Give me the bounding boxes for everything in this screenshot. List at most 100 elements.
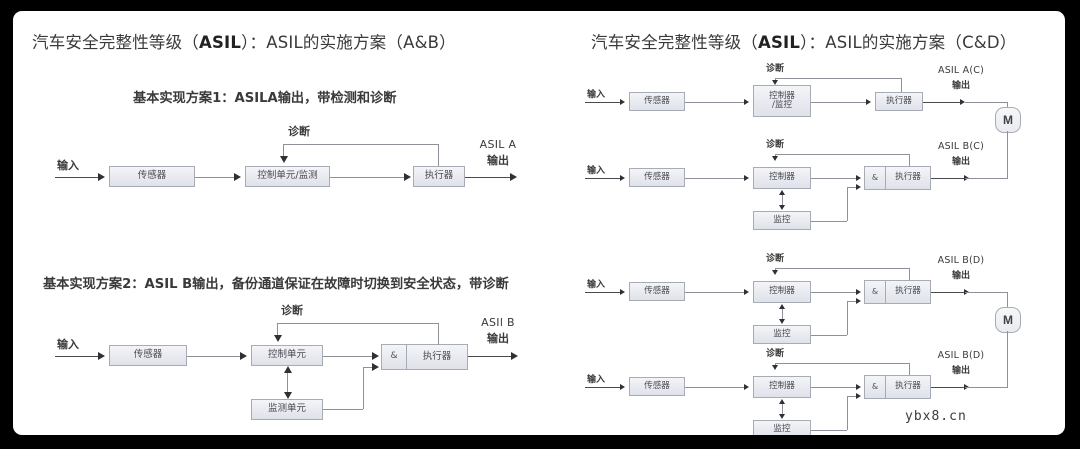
arrow-sensor-control-l2	[240, 351, 247, 360]
arrow-output-r4	[964, 383, 969, 390]
node-controller-r2: 控制器	[753, 167, 811, 189]
motor-group-bottom: M	[561, 11, 1065, 435]
arrow-diagnostic-l2	[273, 335, 282, 342]
arrow-monitor-and-l2	[372, 362, 379, 371]
input-label-r2: 输入	[587, 166, 606, 176]
motor-group-top: M	[561, 11, 1065, 435]
arrow-monitor-down-l2	[283, 392, 292, 399]
output-label-r1-line2: 输出	[951, 81, 970, 91]
arrow-monitor-and-r2	[856, 183, 861, 190]
diagram-left-2: 基本实现方案2：ASIL B输出，备份通道保证在故障时切换到安全状态，带诊断 输…	[13, 11, 561, 435]
left-title-suffix: ）：ASIL的实施方案（A&B）	[241, 33, 456, 52]
left-title-prefix: 汽车安全完整性等级（	[32, 33, 199, 52]
output-label-r2-line2: 输出	[951, 157, 970, 167]
arrow-control-and-r4	[856, 383, 861, 390]
arrow-output-r1	[960, 98, 965, 105]
arrow-control-and-l2	[372, 351, 379, 360]
arrow-diagnostic-r3	[771, 270, 778, 275]
input-label-l2: 输入	[57, 338, 79, 351]
node-monitor-l2: 监测单元	[251, 399, 323, 420]
output-label-l2-line2: 输出	[487, 332, 509, 345]
diagram-left-1-subtitle: 基本实现方案1：ASILA输出，带检测和诊断	[133, 91, 397, 106]
right-title-prefix: 汽车安全完整性等级（	[591, 33, 758, 52]
diagnostic-label-l1: 诊断	[288, 125, 310, 138]
diagnostic-label-r4: 诊断	[766, 349, 785, 359]
controller-r1-line1: 控制器	[769, 90, 795, 101]
arrow-sensor-control-r4	[744, 383, 749, 390]
node-actuator-r2: 执行器	[885, 166, 931, 190]
node-sensor-r2: 传感器	[629, 168, 685, 187]
right-title-suffix: ）：ASIL的实施方案（C&D）	[800, 33, 1017, 52]
right-panel: 汽车安全完整性等级（ASIL）：ASIL的实施方案（C&D） 输入 传感器 控制…	[561, 11, 1065, 435]
arrow-monitor-down-r4	[778, 414, 785, 419]
arrow-diagnostic-r4	[771, 365, 778, 370]
node-controller-r4: 控制器	[753, 376, 811, 398]
slide-panel: 汽车安全完整性等级（ASIL）：ASIL的实施方案（A&B） 基本实现方案1：A…	[13, 11, 1065, 435]
arrow-input-r4	[620, 383, 625, 390]
arrow-input-r3	[620, 288, 625, 295]
arrow-control-actuator-r1	[866, 98, 871, 105]
arrow-monitor-up-l2	[283, 366, 292, 373]
left-title-bold: ASIL	[199, 33, 242, 52]
arrow-sensor-control-r2	[744, 174, 749, 181]
arrow-output-r3	[964, 288, 969, 295]
arrow-monitor-down-r2	[778, 205, 785, 210]
output-label-l1-line1: ASIL A	[479, 138, 517, 151]
arrow-sensor-control-r3	[744, 288, 749, 295]
output-label-r3-line2: 输出	[951, 271, 970, 281]
arrow-monitor-and-r4	[856, 392, 861, 399]
arrow-input-r1	[620, 98, 625, 105]
arrow-diagnostic-l1	[279, 156, 288, 163]
output-label-r3-line1: ASIL B(D)	[937, 255, 985, 266]
left-panel: 汽车安全完整性等级（ASIL）：ASIL的实施方案（A&B） 基本实现方案1：A…	[13, 11, 561, 435]
node-control-l2: 控制单元	[251, 345, 323, 366]
right-title-bold: ASIL	[758, 33, 801, 52]
node-controller-monitor-r1: 控制器 /监控	[753, 85, 811, 117]
output-label-l2-line1: ASIl B	[481, 316, 515, 329]
motor-bottom: M	[995, 307, 1021, 333]
arrow-monitor-up-r3	[778, 304, 785, 309]
arrow-control-actuator-l1	[404, 172, 411, 181]
arrow-diagnostic-r1	[771, 80, 778, 85]
arrow-monitor-up-r4	[778, 399, 785, 404]
node-control-l1: 控制单元/监测	[245, 166, 330, 187]
output-label-r1-line1: ASIL A(C)	[938, 65, 984, 76]
controller-r1-line2: /监控	[771, 100, 793, 110]
output-label-l1-line2: 输出	[487, 154, 509, 167]
output-label-r2-line1: ASIL B(C)	[937, 141, 984, 152]
diagram-right-3: 输入 传感器 控制器 监控 & 执行器 ASIL B(D) 输出 诊断	[561, 11, 1065, 435]
arrow-output-r2	[964, 174, 969, 181]
node-actuator-r4: 执行器	[885, 375, 931, 399]
node-sensor-r1: 传感器	[629, 92, 685, 111]
node-sensor-r4: 传感器	[629, 377, 685, 396]
arrow-control-and-r3	[856, 288, 861, 295]
arrow-control-and-r2	[856, 174, 861, 181]
arrow-input-l1	[98, 172, 105, 181]
diagnostic-label-r3: 诊断	[766, 254, 785, 264]
node-monitor-r4: 监控	[753, 420, 811, 435]
node-actuator-l1: 执行器	[413, 166, 465, 187]
input-label-l1: 输入	[57, 159, 79, 172]
node-actuator-l2: 执行器	[406, 344, 468, 370]
arrow-monitor-and-r3	[856, 297, 861, 304]
output-label-r4-line2: 输出	[951, 366, 970, 376]
diagram-left-1: 基本实现方案1：ASILA输出，带检测和诊断 输入 传感器 控制单元/监测 执行…	[13, 11, 561, 435]
node-actuator-r1: 执行器	[875, 92, 923, 111]
arrow-monitor-up-r2	[778, 190, 785, 195]
input-label-r1: 输入	[587, 90, 606, 100]
input-label-r3: 输入	[587, 280, 606, 290]
diagram-right-2: 输入 传感器 控制器 监控 & 执行器 ASIL B(C) 输出	[561, 11, 1065, 435]
input-label-r4: 输入	[587, 375, 606, 385]
arrow-diagnostic-r2	[771, 156, 778, 161]
watermark: ybx8.cn	[905, 409, 967, 424]
node-monitor-r2: 监控	[753, 211, 811, 230]
arrow-output-l1	[510, 172, 517, 181]
diagnostic-label-r1: 诊断	[766, 64, 785, 74]
output-label-r4-line1: ASIL B(D)	[937, 350, 985, 361]
motor-top: M	[995, 107, 1021, 133]
node-controller-r3: 控制器	[753, 281, 811, 303]
node-sensor-l2: 传感器	[109, 345, 187, 366]
diagram-left-2-subtitle: 基本实现方案2：ASIL B输出，备份通道保证在故障时切换到安全状态，带诊断	[43, 277, 509, 292]
left-panel-title: 汽车安全完整性等级（ASIL）：ASIL的实施方案（A&B）	[32, 29, 456, 53]
right-panel-title: 汽车安全完整性等级（ASIL）：ASIL的实施方案（C&D）	[591, 29, 1016, 53]
